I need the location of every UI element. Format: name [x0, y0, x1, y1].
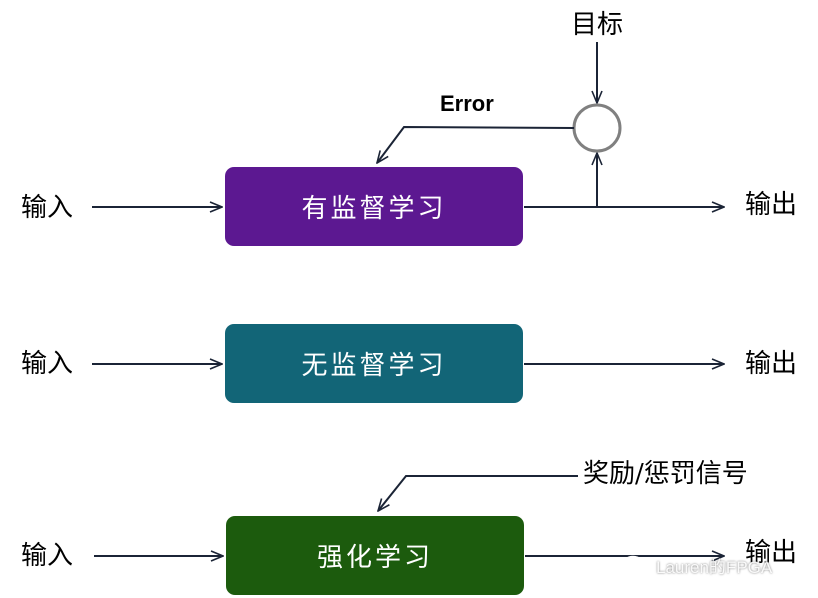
watermark-text: Lauren的FPGA	[656, 558, 773, 577]
output-label-1: 输出	[745, 190, 798, 220]
reward-label: 奖励/惩罚信号	[583, 459, 748, 489]
input-label-1: 输入	[21, 193, 74, 223]
wechat-icon	[622, 555, 652, 575]
output-label-3: 输出	[745, 538, 798, 568]
input-label-3: 输入	[21, 541, 74, 571]
reward-arrow	[378, 475, 578, 511]
error-label: Error	[440, 91, 494, 116]
input-label-2: 输入	[21, 349, 74, 379]
unsupervised-learning-box: 无监督学习	[225, 324, 523, 403]
supervised-learning-box: 有监督学习	[225, 167, 523, 246]
error-arrow	[377, 125, 575, 163]
output-label-2: 输出	[745, 349, 798, 379]
reinforcement-learning-box: 强化学习	[226, 516, 524, 595]
watermark: Lauren的FPGA	[622, 553, 772, 578]
target-label: 目标	[571, 10, 624, 40]
comparator-circle	[572, 103, 622, 153]
